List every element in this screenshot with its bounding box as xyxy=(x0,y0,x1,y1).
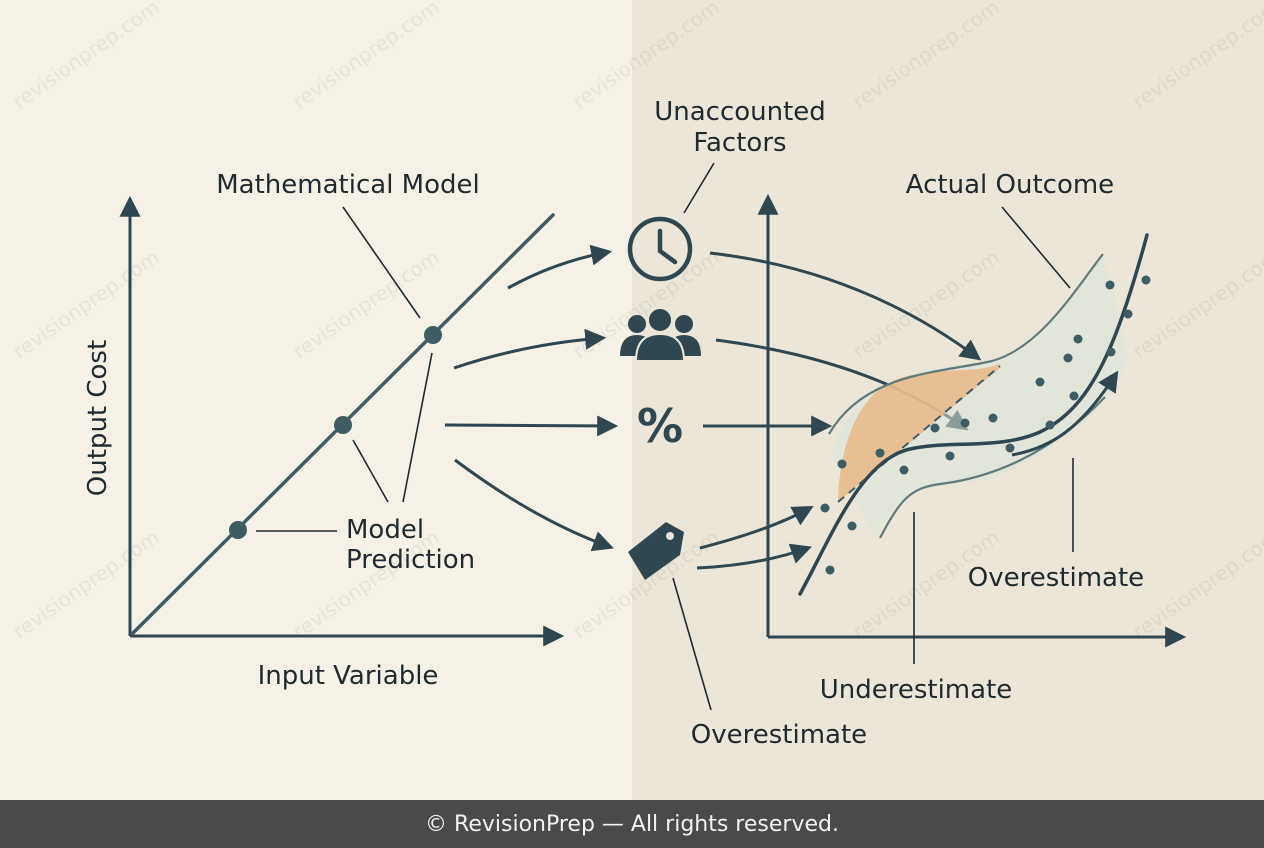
arrow-to-clock xyxy=(507,244,613,290)
prediction-point xyxy=(229,521,247,539)
leader-line xyxy=(402,352,433,503)
data-point xyxy=(1063,353,1073,363)
leader-line xyxy=(352,439,389,503)
trend-arrow xyxy=(1011,370,1119,457)
upper-boundary-curve xyxy=(828,253,1104,435)
watermark-text: revisionprep.com xyxy=(848,0,1003,114)
copyright-text: © RevisionPrep — All rights reserved. xyxy=(425,811,839,837)
factors-title-line2: Factors xyxy=(693,128,786,158)
watermark-text: revisionprep.com xyxy=(1128,245,1264,364)
people-icon xyxy=(620,307,701,362)
x-axis-label: Input Variable xyxy=(258,661,439,691)
leader-line xyxy=(342,206,421,319)
actual-outcome-label: Actual Outcome xyxy=(906,170,1114,200)
data-point xyxy=(1105,280,1115,290)
prediction-label-line2: Prediction xyxy=(346,545,475,575)
data-point xyxy=(960,418,970,428)
data-point xyxy=(1069,391,1079,401)
factor-arrows xyxy=(444,244,619,552)
model-line-label: Mathematical Model xyxy=(216,170,480,200)
prediction-point xyxy=(424,326,442,344)
data-point xyxy=(1045,420,1055,430)
leader-line xyxy=(672,577,712,711)
arrow-clock-to-curve xyxy=(709,251,982,361)
percent-icon: % xyxy=(637,399,683,453)
actual-outcome-curve xyxy=(798,233,1149,596)
arrow-to-people xyxy=(453,328,607,370)
watermark-text: revisionprep.com xyxy=(1128,525,1264,644)
data-point xyxy=(988,413,998,423)
data-point xyxy=(1005,443,1015,453)
data-point xyxy=(875,448,885,458)
watermark-text: revisionprep.com xyxy=(848,245,1003,364)
data-point xyxy=(1073,334,1083,344)
factors-title-line1: Unaccounted xyxy=(654,97,826,127)
arrow-tag-to-curve xyxy=(699,505,814,550)
data-point xyxy=(945,451,955,461)
data-point xyxy=(820,503,830,513)
data-point xyxy=(1123,309,1133,319)
data-point xyxy=(1106,347,1116,357)
prediction-label-line1: Model xyxy=(346,515,424,545)
watermark-text: revisionprep.com xyxy=(288,0,443,114)
model-vs-reality-diagram: revisionprep.com revisionprep.com revision… xyxy=(8,0,1264,750)
arrow-to-tag xyxy=(454,458,614,552)
data-point xyxy=(930,423,940,433)
data-point xyxy=(847,521,857,531)
prediction-point xyxy=(334,416,352,434)
data-point xyxy=(1035,377,1045,387)
underestimate-label: Underestimate xyxy=(820,675,1013,705)
scatter-points xyxy=(820,275,1151,575)
price-tag-icon xyxy=(628,522,684,580)
data-point xyxy=(837,459,847,469)
copyright-footer: © RevisionPrep — All rights reserved. xyxy=(0,800,1264,848)
watermark-text: revisionprep.com xyxy=(1128,0,1264,114)
leader-line xyxy=(1001,206,1071,289)
watermark-text: revisionprep.com xyxy=(8,0,163,114)
tag-overestimate-label: Overestimate xyxy=(691,720,867,750)
arrow-to-percent xyxy=(444,415,619,437)
right-chart: Actual Outcome Overestimate Underestimat… xyxy=(757,170,1187,705)
left-chart: Mathematical Model Model Prediction Outp… xyxy=(83,170,565,691)
arrow-tag-to-curve xyxy=(696,543,812,570)
data-point xyxy=(1141,275,1151,285)
factors-column: Unaccounted Factors % Overestimate xyxy=(620,97,867,750)
data-point xyxy=(825,565,835,575)
data-point xyxy=(899,465,909,475)
leader-line xyxy=(683,162,715,214)
clock-icon xyxy=(627,216,693,282)
overestimate-label: Overestimate xyxy=(968,563,1144,593)
y-axis-label: Output Cost xyxy=(83,340,113,496)
left-panel-background xyxy=(0,0,632,800)
